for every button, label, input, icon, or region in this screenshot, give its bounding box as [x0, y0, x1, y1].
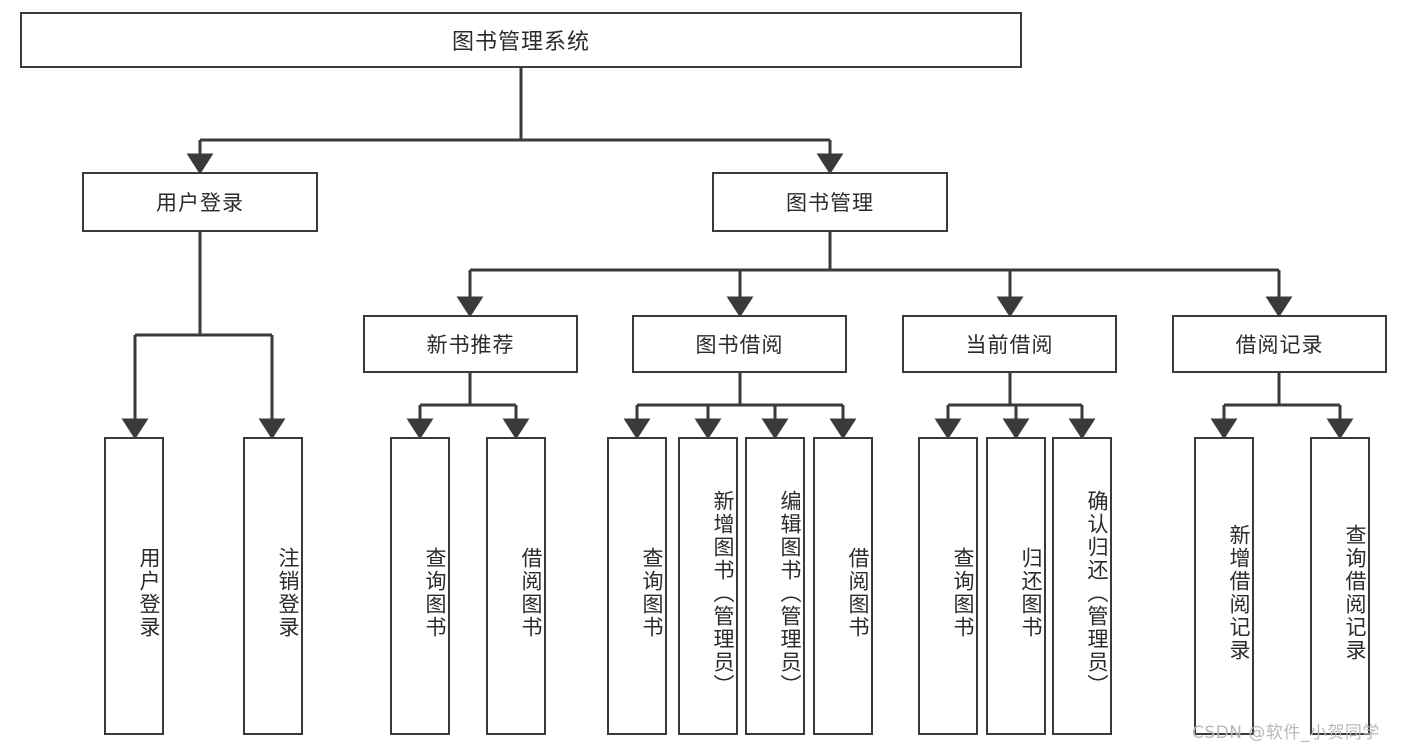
node-label: 借阅记录	[1235, 333, 1324, 357]
node-leaf-query-book-1[interactable]: 查询图书	[390, 437, 450, 735]
node-leaf-borrow-book-2[interactable]: 借阅图书	[813, 437, 873, 735]
node-borrow-records[interactable]: 借阅记录	[1172, 315, 1387, 373]
node-label: 查询图书	[423, 547, 447, 639]
node-leaf-add-borrow-record[interactable]: 新增借阅记录	[1194, 437, 1254, 735]
node-label: 图书管理系统	[451, 30, 590, 55]
node-label: 归还图书	[1019, 547, 1043, 639]
node-leaf-edit-book-admin[interactable]: 编辑图书（管理员）	[745, 437, 805, 735]
node-user-login[interactable]: 用户登录	[82, 172, 318, 232]
node-current-borrow[interactable]: 当前借阅	[902, 315, 1117, 373]
node-label: 查询借阅记录	[1343, 524, 1367, 662]
node-label: 确认归还（管理员）	[1085, 489, 1109, 697]
node-leaf-query-borrow-record[interactable]: 查询借阅记录	[1310, 437, 1370, 735]
node-label: 用户登录	[137, 547, 161, 639]
node-book-borrow[interactable]: 图书借阅	[632, 315, 847, 373]
node-label: 用户登录	[156, 191, 244, 215]
node-new-book-recommend[interactable]: 新书推荐	[363, 315, 578, 373]
csdn-watermark: CSDN @软件_小贺同学	[1192, 723, 1380, 743]
node-label: 图书借阅	[695, 333, 784, 357]
node-label: 借阅图书	[846, 547, 870, 639]
node-label: 借阅图书	[519, 547, 543, 639]
node-leaf-add-book-admin[interactable]: 新增图书（管理员）	[678, 437, 738, 735]
node-leaf-logout-login[interactable]: 注销登录	[243, 437, 303, 735]
node-leaf-query-book-3[interactable]: 查询图书	[918, 437, 978, 735]
node-book-management[interactable]: 图书管理	[712, 172, 948, 232]
node-label: 当前借阅	[965, 333, 1054, 357]
node-label: 新增图书（管理员）	[711, 489, 735, 697]
node-leaf-confirm-return-admin[interactable]: 确认归还（管理员）	[1052, 437, 1112, 735]
node-label: 新书推荐	[426, 333, 515, 357]
node-leaf-query-book-2[interactable]: 查询图书	[607, 437, 667, 735]
node-label: 查询图书	[640, 547, 664, 639]
node-label: 图书管理	[786, 191, 874, 215]
node-leaf-return-book[interactable]: 归还图书	[986, 437, 1046, 735]
node-leaf-user-login[interactable]: 用户登录	[104, 437, 164, 735]
node-label: 新增借阅记录	[1227, 524, 1251, 662]
node-label: 注销登录	[276, 547, 300, 639]
node-book-management-system[interactable]: 图书管理系统	[20, 12, 1022, 68]
node-label: 查询图书	[951, 547, 975, 639]
node-leaf-borrow-book-1[interactable]: 借阅图书	[486, 437, 546, 735]
node-label: 编辑图书（管理员）	[778, 489, 802, 697]
